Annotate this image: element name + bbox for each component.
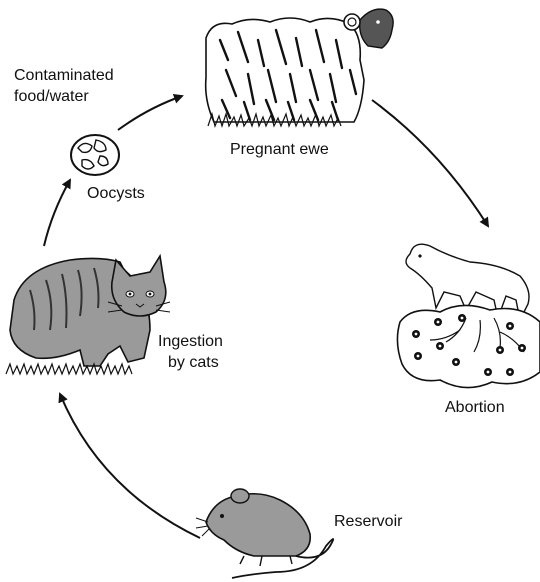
- arrow-cat-to-oocysts: [44, 180, 70, 246]
- cat-icon: [6, 256, 170, 374]
- ingestion-label-line2: by cats: [168, 353, 219, 373]
- pregnant-ewe-label: Pregnant ewe: [230, 140, 329, 160]
- arrow-oocysts-to-ewe: [118, 96, 182, 130]
- contaminated-label-line1: Contaminated: [14, 66, 114, 86]
- oocysts-label: Oocysts: [87, 184, 145, 204]
- arrow-reservoir-to-cat: [60, 394, 200, 538]
- mouse-icon: [196, 489, 333, 578]
- ingestion-label-line1: Ingestion: [158, 332, 223, 352]
- oocysts-icon: [71, 135, 119, 175]
- placenta-icon: [397, 305, 540, 387]
- arrow-ewe-to-abortion: [372, 100, 488, 226]
- sheep-icon: [206, 9, 393, 126]
- contaminated-label-line2: food/water: [14, 87, 89, 107]
- abortion-label: Abortion: [445, 398, 505, 418]
- reservoir-label: Reservoir: [334, 512, 402, 532]
